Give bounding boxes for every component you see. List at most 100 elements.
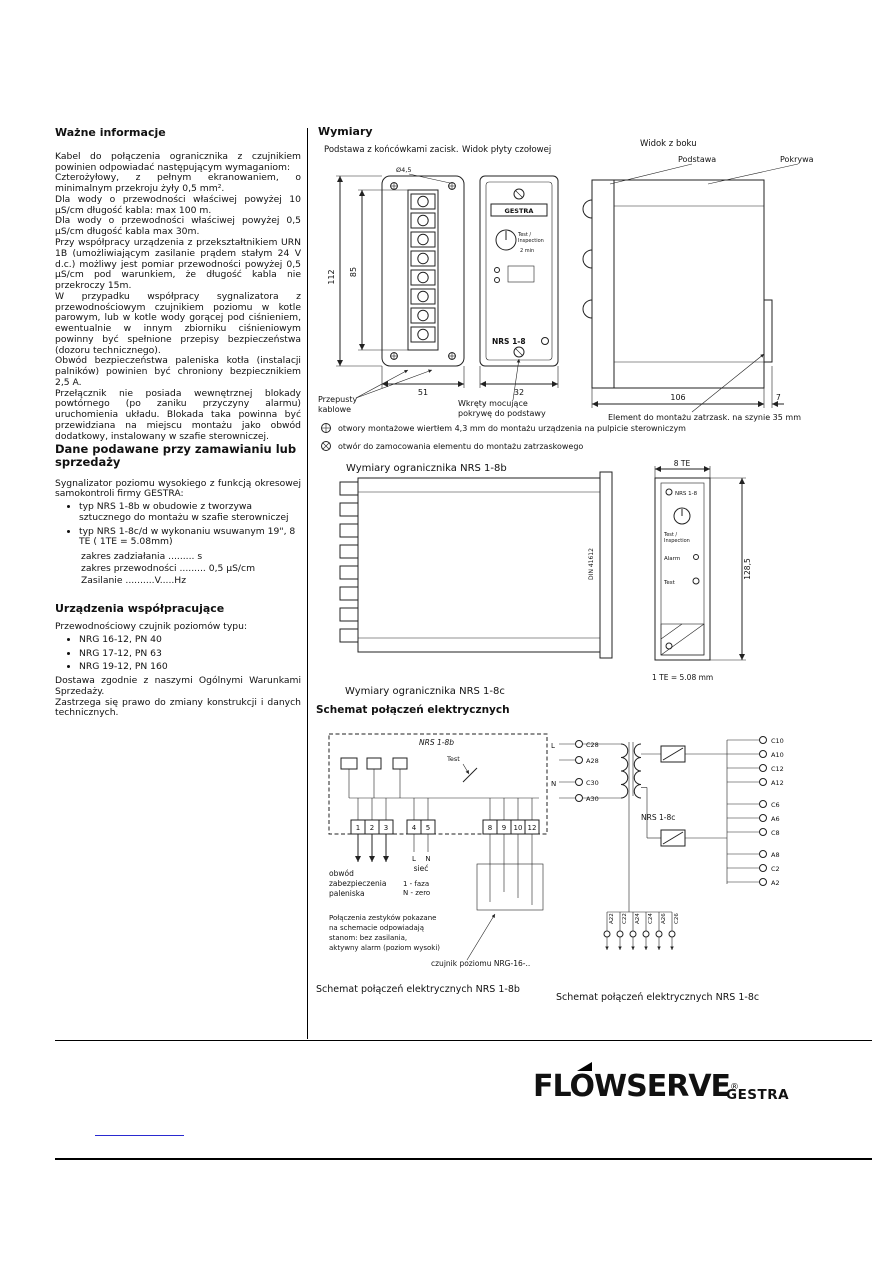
- rail-leader: [691, 353, 765, 413]
- schematic-c: L N C28 A28 C30 A30 NRS 1-8c: [551, 736, 784, 950]
- flowserve-logo: FLOWSERVE®: [533, 1062, 740, 1104]
- screws-leader: [512, 358, 521, 401]
- pin-label: C26: [674, 913, 680, 924]
- pin-label: A24: [635, 913, 641, 924]
- pin-label: A10: [771, 751, 784, 759]
- device-bullet: NRG 16-12, PN 40: [79, 634, 301, 646]
- module-c-title: Wymiary ogranicznika NRS 1-8c: [345, 686, 505, 697]
- label-base-view: Podstawa z końcówkami zacisk.: [324, 144, 459, 155]
- module-b-front-view: NRS 1-8 Test / Inspection Alarm Test: [654, 477, 711, 661]
- pin-label: A6: [771, 815, 780, 823]
- panel-test: Test: [663, 580, 676, 586]
- device-test2: Inspection: [518, 238, 544, 244]
- para-cable-3: Dla wody o przewodności właściwej powyże…: [55, 193, 301, 216]
- pin-label: C24: [648, 913, 654, 924]
- sensor-caption: czujnik poziomu NRG-16-..: [431, 959, 530, 968]
- panel-test1: Test /: [663, 532, 677, 538]
- transformer-symbol: [582, 742, 642, 799]
- legend-snap-text: otwór do zamocowania elementu do montażu…: [338, 441, 583, 451]
- module-b-side-view: DIN 41612: [339, 471, 613, 659]
- burner-label-3: paleniska: [329, 889, 365, 898]
- para-delivery: Dostawa zgodnie z naszymi Ogólnymi Warun…: [55, 675, 301, 697]
- front-panel-view: GESTRA Test / Inspection 2 min NRS 1-8: [479, 175, 559, 367]
- c-label-n: N: [551, 780, 556, 788]
- spec-line: Zasilanie ..........V.....Hz: [81, 575, 187, 587]
- svg-text:8 TE: 8 TE: [674, 459, 691, 468]
- registered-mark: ®: [730, 1082, 740, 1093]
- heading-dane-podawane: Dane podawane przy zamawianiu lub sprzed…: [55, 441, 297, 470]
- device-model: NRS 1-8: [492, 337, 526, 346]
- pin-label: C8: [771, 829, 780, 837]
- para-cable-4: Dla wody o przewodności właściwej powyże…: [55, 215, 301, 238]
- pin-label: A2: [771, 879, 780, 887]
- connector-label: DIN 41612: [588, 548, 595, 580]
- wiring-diagrams: NRS 1-8b Test 1 2 3 4 5 8 9 10 12 obwód …: [328, 733, 784, 968]
- schematic-b-label: NRS 1-8b: [419, 738, 454, 747]
- label-rail: Element do montażu zatrzask. na szynie 3…: [608, 413, 801, 422]
- para-cable-1: Kabel do połączenia ogranicznika z czujn…: [55, 150, 301, 173]
- terminal: 8: [488, 824, 492, 832]
- para-cable-5: Przy współpracy urządzenia z przekształt…: [55, 236, 301, 292]
- flowserve-swoosh-icon: [577, 1062, 592, 1071]
- spec-line: zakres zadziałania ......... s: [81, 551, 203, 563]
- para-order: Sygnalizator poziomu wysokiego z funkcją…: [55, 477, 301, 500]
- base-front-view: [381, 175, 465, 367]
- pin-label: C30: [586, 779, 599, 787]
- dim-1285: 128,5: [710, 477, 752, 661]
- heading-wymiary: Wymiary: [318, 125, 373, 138]
- mounting-holes: [390, 182, 456, 360]
- device-bullet-list: NRG 16-12, PN 40 NRG 17-12, PN 63 NRG 19…: [69, 634, 301, 673]
- device-time: 2 min: [520, 248, 534, 254]
- label-leader-lines: [609, 163, 799, 185]
- flowserve-wordmark: FLOWSERVE: [533, 1069, 731, 1104]
- order-specs: zakres zadziałania ......... s zakres pr…: [55, 551, 301, 587]
- panel-model: NRS 1-8: [675, 491, 698, 497]
- para-fuse: Obwód bezpieczeństwa paleniska kotła (in…: [55, 355, 301, 388]
- terminal: 9: [502, 824, 506, 832]
- dim-32: 32: [479, 366, 559, 397]
- footer-rule: [55, 1040, 872, 1041]
- label-side-view: Widok z boku: [640, 139, 697, 149]
- dim-hole-label: Ø4,5: [396, 166, 411, 174]
- column-divider: [307, 128, 308, 1039]
- left-text-column: Ważne informacje Kabel do połączenia ogr…: [55, 126, 301, 719]
- zero-label: N - zero: [403, 889, 430, 897]
- footer-link[interactable]: [95, 1135, 184, 1136]
- mains-label: sieć: [414, 864, 429, 873]
- contact-note-3: stanom: bez zasilania,: [329, 934, 407, 942]
- terminal: 1: [356, 824, 360, 832]
- para-cable-2: Czterożyłowy, z pełnym ekranowaniem, o m…: [55, 172, 301, 195]
- terminal: 4: [412, 824, 417, 832]
- device-bullet: NRG 19-12, PN 160: [79, 661, 301, 673]
- order-bullet: typ NRS 1-8c/d w wykonaniu wsuwanym 19",…: [79, 526, 301, 549]
- pin-label: A26: [661, 913, 667, 924]
- pin-label: C12: [771, 765, 784, 773]
- order-bullet: typ NRS 1-8b w obudowie z tworzywa sztuc…: [79, 501, 301, 524]
- relay-contacts: [641, 740, 728, 884]
- mains-l: L: [412, 855, 416, 863]
- para-rights: Zastrzega się prawo do zmiany konstrukcj…: [55, 696, 301, 719]
- legend-hole-icon: [321, 423, 331, 433]
- order-bullet-list: typ NRS 1-8b w obudowie z tworzywa sztuc…: [69, 501, 301, 549]
- contact-note-1: Połączenia zestyków pokazane: [329, 914, 436, 922]
- pin-label: A30: [586, 795, 599, 803]
- dim-8te: 8 TE: [654, 459, 711, 478]
- para-lock: Przełącznik nie posiada wewnętrznej blok…: [55, 387, 301, 442]
- c-label-l: L: [551, 742, 555, 750]
- svg-text:7: 7: [776, 393, 781, 402]
- module-b-drawing: Wymiary ogranicznika NRS 1-8b DIN 41612 …: [339, 459, 752, 682]
- label-podstawa: Podstawa: [678, 155, 716, 164]
- device-brand: GESTRA: [505, 207, 534, 215]
- svg-text:85: 85: [349, 267, 358, 277]
- label-screws-2: pokrywę do podstawy: [458, 409, 546, 418]
- dim-85: 85: [349, 189, 408, 351]
- te-note: 1 TE = 5.08 mm: [652, 673, 713, 682]
- device-bullet: NRG 17-12, PN 63: [79, 648, 301, 660]
- para-devices: Przewodnościowy czujnik poziomów typu:: [55, 620, 248, 632]
- schematic-b: NRS 1-8b Test 1 2 3 4 5 8 9 10 12 obwód …: [328, 733, 548, 968]
- pin-label: C28: [586, 741, 599, 749]
- svg-text:51: 51: [418, 388, 428, 397]
- para-safety: W przypadku współpracy sygnalizatora z p…: [55, 290, 301, 356]
- terminal: 10: [514, 824, 523, 832]
- contact-note-2: na schemacie odpowiadają: [329, 924, 424, 932]
